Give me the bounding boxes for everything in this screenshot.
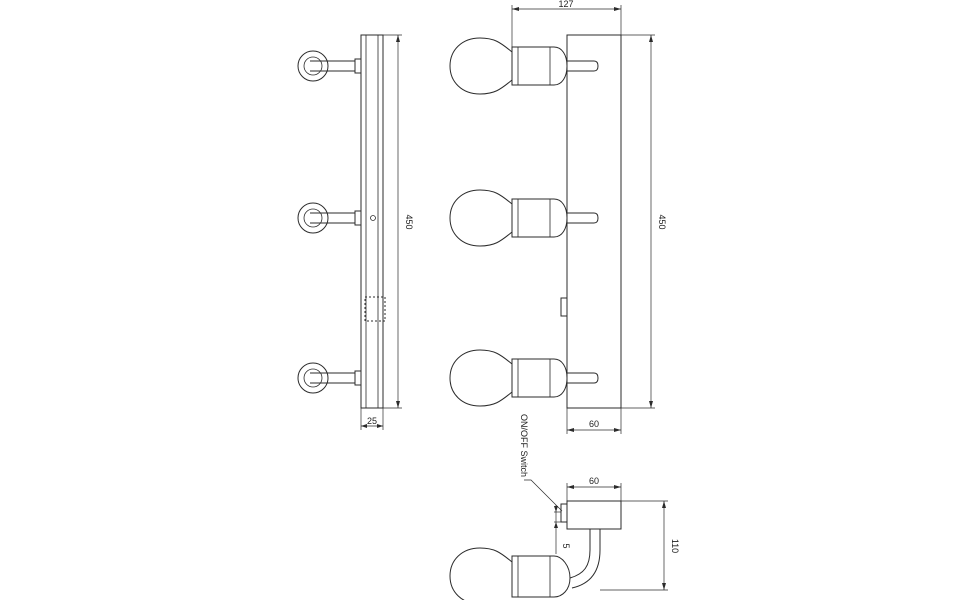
side-view-height-label: 450 bbox=[404, 214, 414, 229]
side-view-width-dimension: 25 bbox=[360, 408, 384, 430]
detail-view-width-label: 60 bbox=[589, 476, 599, 486]
front-view-bulb-top bbox=[449, 37, 599, 95]
detail-view-height-dimension: 110 bbox=[600, 500, 680, 591]
detail-view-height-label: 110 bbox=[670, 539, 680, 553]
front-view-height-dimension: 450 bbox=[621, 34, 667, 409]
detail-view-socket bbox=[511, 555, 571, 598]
detail-view-width-dimension: 60 bbox=[566, 476, 622, 501]
front-view-top-width-label: 127 bbox=[558, 0, 573, 9]
front-view-top-width-dimension: 127 bbox=[511, 0, 622, 47]
side-view-socket-bottom bbox=[297, 362, 362, 394]
detail-view-switch-offset-dimension: 5 bbox=[554, 505, 571, 554]
side-view-socket-top bbox=[297, 50, 362, 82]
side-view-switch-box bbox=[364, 296, 386, 322]
switch-callout-label: ON/OFF Switch bbox=[519, 414, 529, 477]
switch-callout: ON/OFF Switch bbox=[519, 414, 563, 512]
front-view-backplate bbox=[566, 34, 622, 409]
front-view-bottom-width-label: 60 bbox=[589, 419, 599, 429]
side-view-backplate bbox=[360, 34, 384, 409]
side-view-height-dimension: 450 bbox=[383, 34, 414, 409]
side-view-mounting-hole bbox=[370, 215, 376, 221]
side-view-width-label: 25 bbox=[367, 416, 377, 426]
side-view: 450 25 bbox=[297, 34, 414, 430]
front-view: 127 450 60 bbox=[449, 0, 667, 434]
detail-view-arm bbox=[569, 529, 601, 589]
detail-view-bulb bbox=[449, 547, 513, 600]
front-view-height-label: 450 bbox=[657, 214, 667, 229]
front-view-switch bbox=[560, 297, 568, 317]
detail-view: 60 110 5 ON/OFF Switch bbox=[449, 414, 680, 600]
front-view-bottom-width-dimension: 60 bbox=[566, 408, 622, 434]
side-view-socket-middle bbox=[297, 202, 362, 234]
detail-view-backplate bbox=[566, 500, 622, 530]
detail-view-switch-offset-label: 5 bbox=[561, 543, 571, 548]
front-view-bulb-middle bbox=[449, 189, 599, 247]
detail-view-switch bbox=[560, 503, 568, 523]
front-view-bulb-bottom bbox=[449, 349, 599, 407]
